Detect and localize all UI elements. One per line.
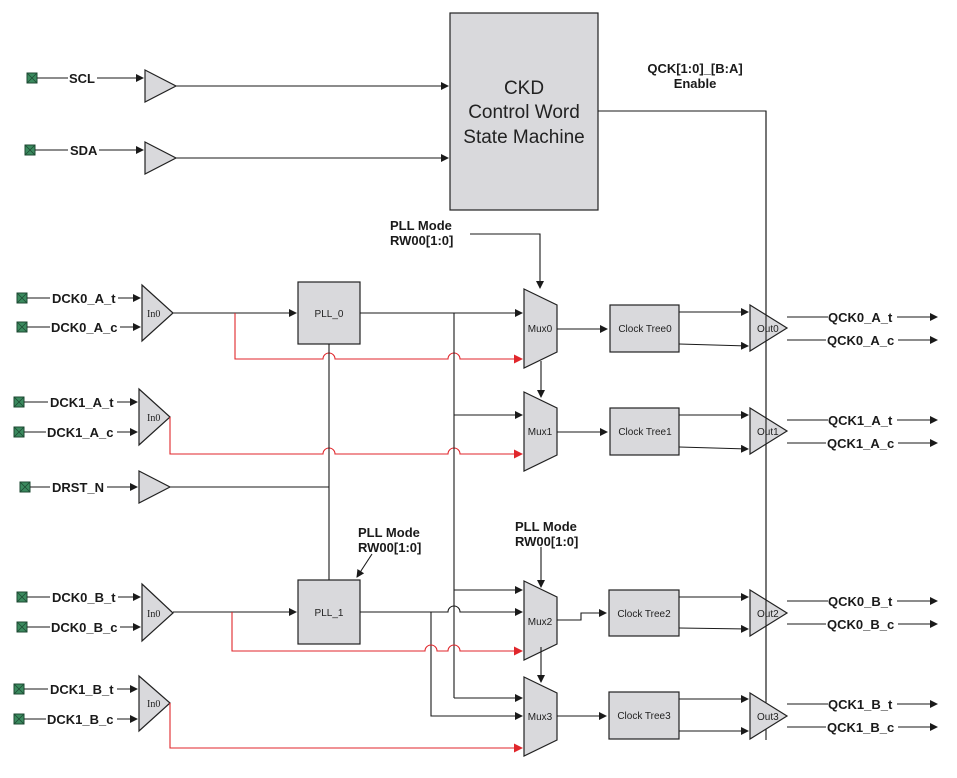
output-qck1-a-t: QCK1_A_t <box>787 413 938 428</box>
state-machine-line3: State Machine <box>463 127 584 148</box>
input-label-dck1-b-c: DCK1_B_c <box>47 712 113 727</box>
input-label-dck0-a-t: DCK0_A_t <box>52 291 116 306</box>
drst-buffer <box>138 470 172 504</box>
pll-1-label: PLL_1 <box>315 608 344 619</box>
input-label-dck1-b-t: DCK1_B_t <box>50 682 114 697</box>
state-machine-block <box>449 12 599 211</box>
out-buffer-0-label: Out0 <box>757 324 779 335</box>
output-qck1-b-t: QCK1_B_t <box>787 697 938 712</box>
pll-0-label: PLL_0 <box>315 309 344 320</box>
clock-tree-3-label: Clock Tree3 <box>617 711 671 722</box>
mux-2-label: Mux2 <box>528 617 553 628</box>
clock-tree-3 <box>608 691 680 740</box>
svg-text:QCK1_A_c: QCK1_A_c <box>827 436 894 451</box>
state-machine-line1: CKD <box>504 78 544 99</box>
svg-text:QCK1_B_t: QCK1_B_t <box>828 697 893 712</box>
sda-buffer <box>144 141 178 175</box>
pll-1-block <box>297 579 361 645</box>
output-qck0-a-c: QCK0_A_c <box>787 333 938 348</box>
svg-text:QCK0_A_t: QCK0_A_t <box>828 310 893 325</box>
mux-0-label: Mux0 <box>528 324 553 335</box>
pll-mode-label-a-line1: PLL Mode <box>390 218 452 233</box>
input-buffer-dck1-a <box>138 387 171 447</box>
svg-text:QCK1_B_c: QCK1_B_c <box>827 720 894 735</box>
out-buffer-2 <box>749 588 789 638</box>
input-label-sda: SDA <box>70 143 98 158</box>
input-label-drst-n: DRST_N <box>52 480 104 495</box>
mux-0 <box>523 288 558 369</box>
mux-3 <box>523 676 558 757</box>
input-buffer-label: In0 <box>147 699 160 710</box>
mux-1 <box>523 391 558 472</box>
enable-label-line1: QCK[1:0]_[B:A] <box>647 61 742 76</box>
mux-1-label: Mux1 <box>528 427 553 438</box>
input-label-dck0-b-t: DCK0_B_t <box>52 590 116 605</box>
output-qck0-b-c: QCK0_B_c <box>787 617 938 632</box>
input-label-scl: SCL <box>69 71 95 86</box>
clock-tree-1 <box>609 407 680 456</box>
clock-tree-0-label: Clock Tree0 <box>618 324 672 335</box>
output-qck0-b-t: QCK0_B_t <box>787 594 938 609</box>
scl-buffer <box>144 69 178 103</box>
mux-2 <box>523 580 558 661</box>
mux-3-label: Mux3 <box>528 712 553 723</box>
input-buffer-label: In0 <box>147 309 160 320</box>
input-label-dck1-a-c: DCK1_A_c <box>47 425 113 440</box>
pll-0-block <box>297 281 361 345</box>
output-qck0-a-t: QCK0_A_t <box>787 310 938 325</box>
input-buffer-label: In0 <box>147 413 160 424</box>
clock-tree-1-label: Clock Tree1 <box>618 427 672 438</box>
svg-text:QCK0_A_c: QCK0_A_c <box>827 333 894 348</box>
pll-mode-label-a-line2: RW00[1:0] <box>390 233 453 248</box>
input-buffer-dck0-b <box>141 582 174 643</box>
out-buffer-0 <box>749 303 789 353</box>
svg-text:QCK1_A_t: QCK1_A_t <box>828 413 893 428</box>
clock-tree-2 <box>608 589 680 637</box>
input-buffer-label: In0 <box>147 609 160 620</box>
clock-tree-0 <box>609 304 680 353</box>
svg-text:QCK0_B_t: QCK0_B_t <box>828 594 893 609</box>
clock-tree-2-label: Clock Tree2 <box>617 609 671 620</box>
input-buffer-dck1-b <box>138 674 171 733</box>
out-buffer-3-label: Out3 <box>757 712 779 723</box>
pll-mode-label-c-line2: RW00[1:0] <box>515 534 578 549</box>
output-qck1-b-c: QCK1_B_c <box>787 720 938 735</box>
state-machine-line2: Control Word <box>468 102 580 123</box>
pll-mode-label-b-line1: PLL Mode <box>358 525 420 540</box>
enable-label-line2: Enable <box>674 76 717 91</box>
out-buffer-1 <box>749 406 789 456</box>
pll-mode-label-b-line2: RW00[1:0] <box>358 540 421 555</box>
out-buffer-2-label: Out2 <box>757 609 779 620</box>
out-buffer-3 <box>749 691 789 741</box>
input-label-dck1-a-t: DCK1_A_t <box>50 395 114 410</box>
output-qck1-a-c: QCK1_A_c <box>787 436 938 451</box>
svg-text:QCK0_B_c: QCK0_B_c <box>827 617 894 632</box>
input-buffer-dck0-a <box>141 283 174 343</box>
out-buffer-1-label: Out1 <box>757 427 779 438</box>
pll-mode-label-c-line1: PLL Mode <box>515 519 577 534</box>
input-label-dck0-a-c: DCK0_A_c <box>51 320 117 335</box>
input-label-dck0-b-c: DCK0_B_c <box>51 620 117 635</box>
